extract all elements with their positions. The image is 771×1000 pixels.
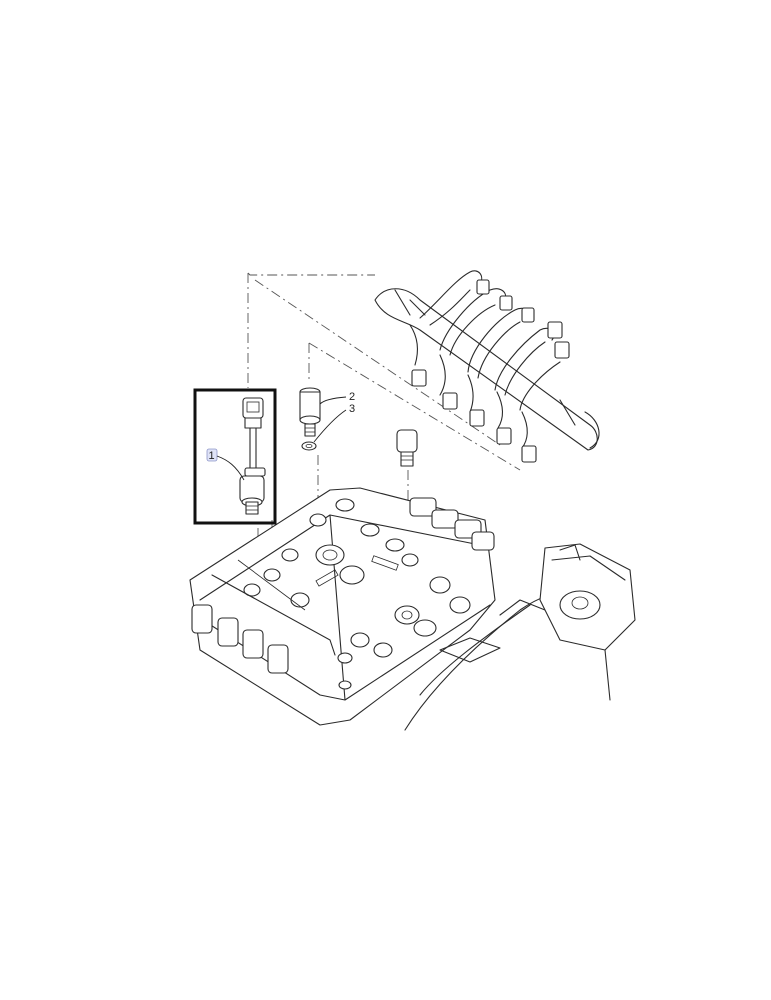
temperature-sensor <box>396 429 418 467</box>
control-valve-block <box>189 487 496 726</box>
part-2-sensor[interactable] <box>299 387 321 437</box>
callout-3[interactable]: 3 <box>313 403 355 443</box>
transmission-housing <box>404 543 636 731</box>
callout-1-highlight <box>206 448 218 462</box>
callout-1-label: 1 <box>209 450 215 462</box>
highlight-box <box>193 388 277 525</box>
callout-2-label: 2 <box>349 391 355 403</box>
wiring-harness <box>374 270 600 463</box>
phantom-lines <box>247 272 521 555</box>
callout-1-leader <box>216 455 245 481</box>
part-1-pressure-switch-with-pigtail[interactable] <box>239 397 266 515</box>
callout-3-leader <box>313 409 347 443</box>
callout-2-leader <box>319 396 347 405</box>
part-3-sealing-washer[interactable] <box>301 441 317 451</box>
callout-3-label: 3 <box>349 403 355 415</box>
callout-2[interactable]: 2 <box>319 391 355 405</box>
callout-1[interactable]: 1 <box>206 448 245 481</box>
